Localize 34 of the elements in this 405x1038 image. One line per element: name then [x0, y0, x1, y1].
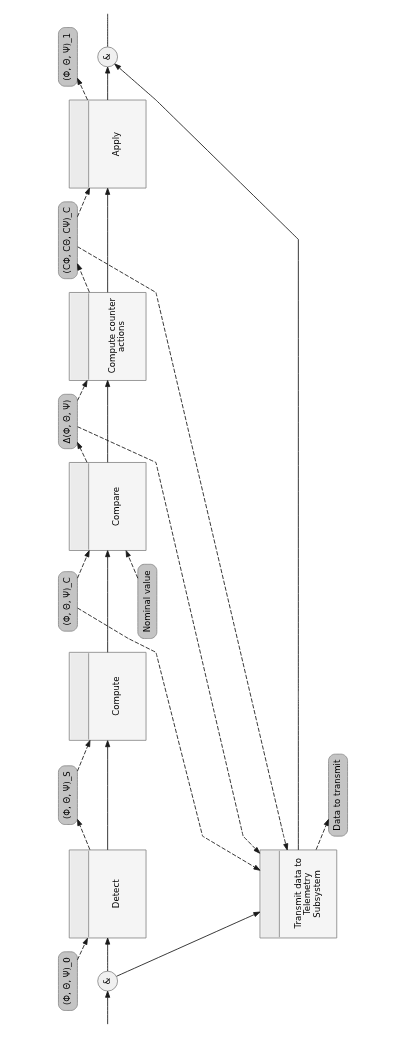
node-box: (CΦ, CΘ, CΨ)_C — [57, 201, 78, 280]
arrow — [104, 66, 110, 101]
node-box: (Φ, Θ, Ψ)_1 — [57, 27, 78, 87]
arrow — [104, 990, 110, 1025]
arrow — [76, 740, 90, 772]
arrow — [76, 426, 260, 854]
arrow — [76, 77, 88, 101]
arrow — [104, 380, 110, 463]
arrow — [104, 740, 110, 851]
node-box: (Φ, Θ, Ψ)_S — [57, 765, 78, 825]
node-circle: & — [96, 970, 118, 992]
node-box: Δ(Φ, Θ, Ψ) — [57, 393, 78, 450]
arrow — [315, 819, 329, 851]
arrow — [125, 550, 138, 579]
arrow — [115, 911, 260, 977]
arrow — [76, 263, 90, 293]
arrow — [76, 246, 288, 851]
node-circle: & — [96, 46, 118, 68]
node-box: Data to transmit — [327, 753, 348, 837]
node-box: (Φ, Θ, Ψ)_C — [57, 571, 78, 632]
arrow — [76, 380, 87, 401]
arrow — [113, 63, 299, 851]
connector — [106, 13, 108, 48]
node-box: (Φ, Θ, Ψ)_0 — [57, 951, 78, 1011]
arrow — [76, 550, 90, 579]
arrow — [76, 937, 88, 961]
arrow — [76, 607, 260, 871]
arrow — [104, 937, 110, 972]
arrow — [104, 550, 110, 653]
arrow — [76, 187, 90, 218]
node-box: Nominal value — [136, 563, 157, 639]
arrow — [76, 819, 90, 851]
arrow — [76, 441, 87, 463]
arrow — [104, 187, 110, 293]
